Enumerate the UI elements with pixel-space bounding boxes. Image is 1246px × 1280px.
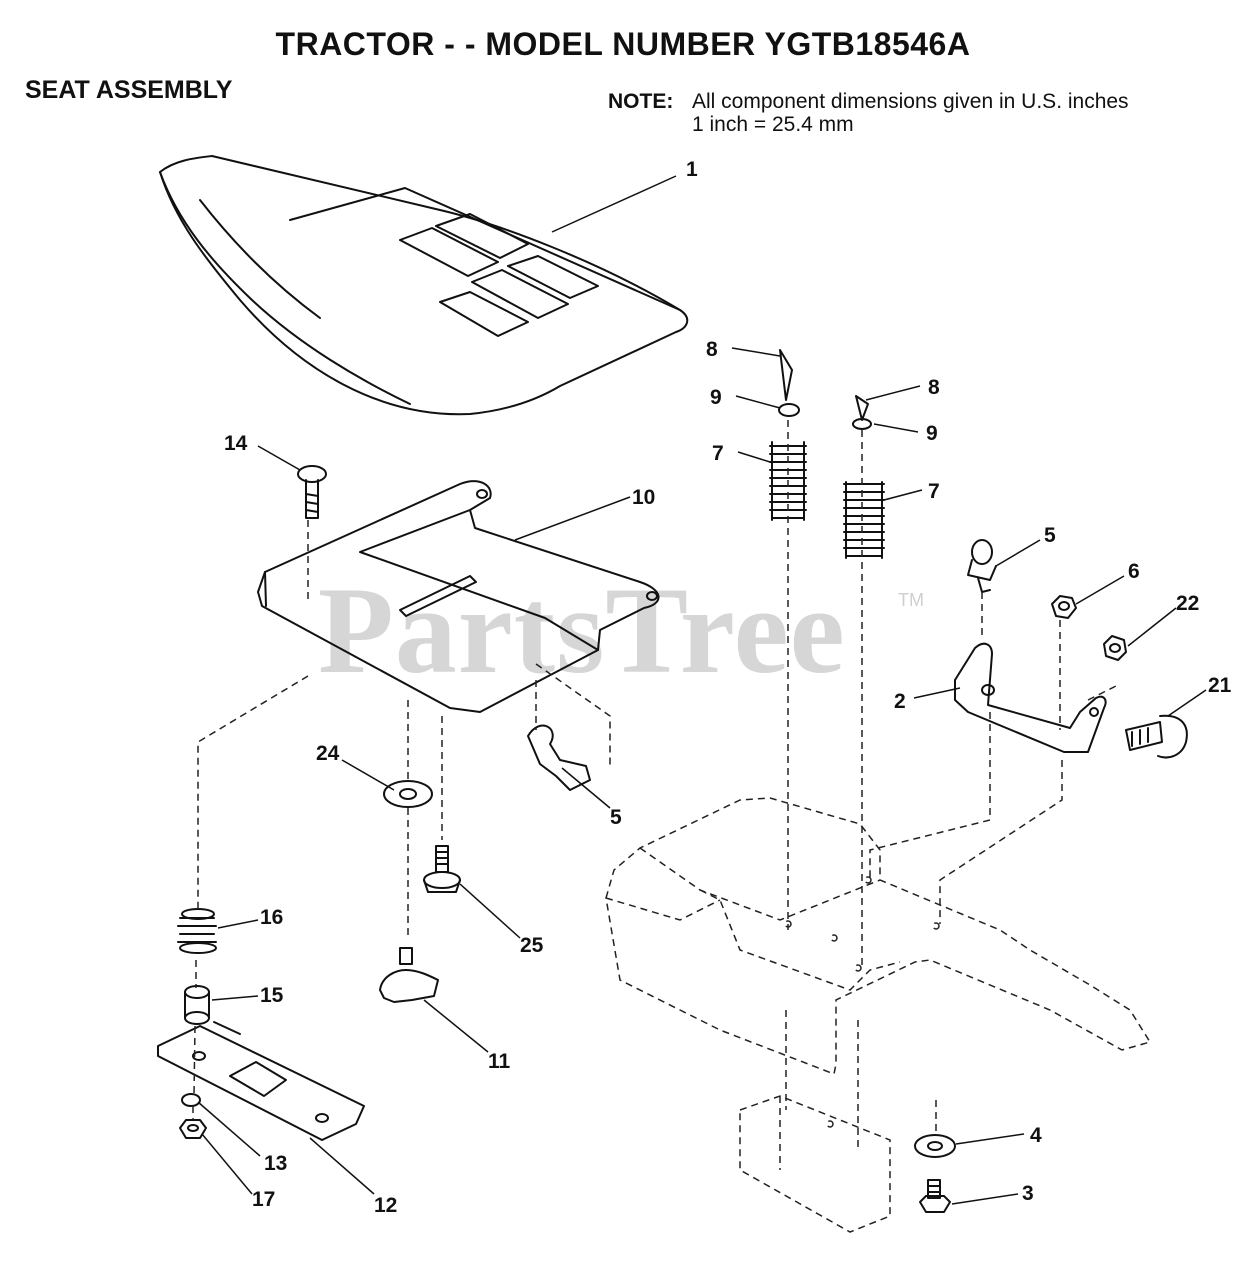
callout-8-right: 8 [928,376,940,399]
callout-6: 6 [1128,560,1140,583]
callout-15: 15 [260,984,284,1007]
callout-17: 17 [252,1188,275,1211]
callout-22: 22 [1176,592,1199,615]
spring-16-part [177,908,217,954]
nut-17-part [179,1119,207,1139]
note-line-1: All component dimensions given in U.S. i… [692,90,1129,113]
knob-11-part [379,947,439,1003]
spacer-15-part [184,985,210,1025]
callout-9-left: 9 [710,386,722,409]
callout-7-left: 7 [712,442,724,465]
callout-10: 10 [632,486,655,509]
clip-5-right-part [967,539,997,593]
nut-22-part [1103,635,1127,661]
callout-25: 25 [520,934,544,957]
spring-assembly-right [843,395,885,559]
callout-1: 1 [686,158,698,181]
bolt-25-part [423,845,461,893]
callout-21: 21 [1208,674,1232,697]
callout-2: 2 [894,690,906,713]
callout-16: 16 [260,906,283,929]
bolt-3-part [919,1179,951,1213]
callout-8-left: 8 [706,338,718,361]
washer-4-part [914,1134,956,1158]
clip-5-left-part [527,724,591,791]
callout-5-right: 5 [1044,524,1056,547]
note: NOTE: All component dimensions given in U… [608,90,1129,136]
note-line-2: 1 inch = 25.4 mm [692,113,854,136]
watermark-tm: TM [898,590,924,610]
seat-pan-part [257,480,660,713]
bracket-2-part [954,642,1107,753]
callout-3: 3 [1022,1182,1034,1205]
bolt-14-part [297,465,327,519]
seat-part [159,155,689,416]
leader-lines [197,175,1207,1205]
nut-13-part [181,1093,201,1107]
section-title: SEAT ASSEMBLY [25,76,233,104]
callout-9-right: 9 [926,422,938,445]
callout-labels: 1 8 9 8 9 7 7 14 10 5 6 22 2 21 24 5 16 … [224,158,1232,1217]
slide-plate-12-part [157,1021,365,1141]
callout-14: 14 [224,432,248,455]
watermark: PartsTree [318,562,846,699]
callout-11: 11 [488,1050,511,1073]
page-title: TRACTOR - - MODEL NUMBER YGTB18546A [275,26,971,62]
nut-6-part [1051,595,1077,619]
callout-7-right: 7 [928,480,940,503]
note-label: NOTE: [608,90,674,113]
callout-13: 13 [264,1152,287,1175]
callout-24: 24 [316,742,340,765]
callout-12: 12 [374,1194,397,1217]
callout-4: 4 [1030,1124,1042,1147]
screw-21-part [1125,714,1188,759]
washer-24-part [383,780,433,808]
frame-fender-part [192,420,1152,1233]
callout-5-left: 5 [610,806,622,829]
